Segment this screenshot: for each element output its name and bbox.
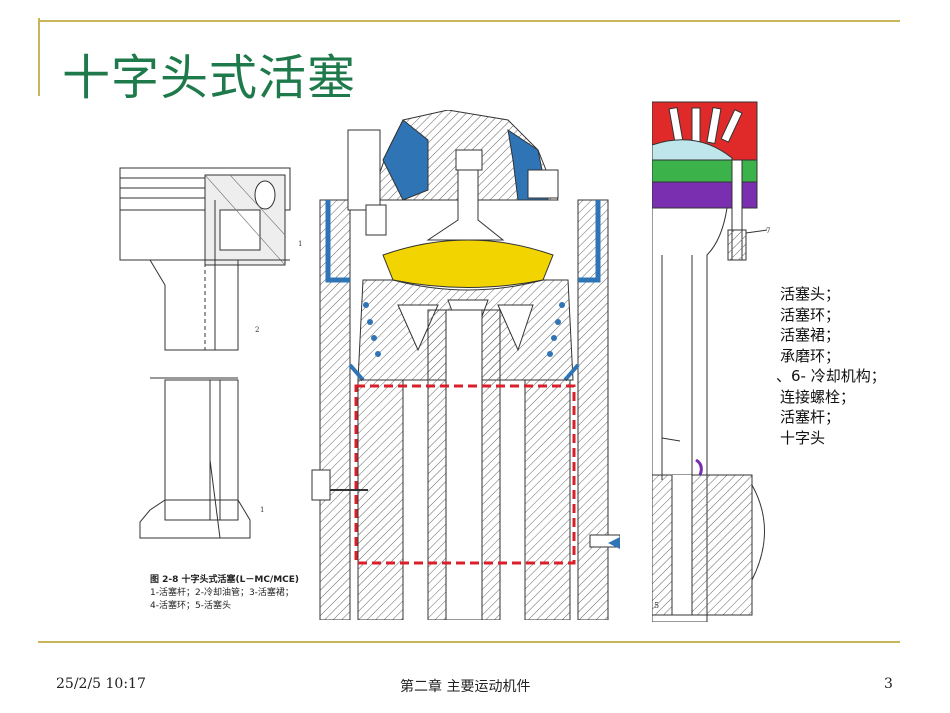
left-piston-drawing: 2 1 1 [110, 160, 315, 575]
legend-item: 活塞环； [780, 305, 841, 324]
caption-line: 4-活塞环；5-活塞头 [150, 601, 231, 611]
top-rule [38, 20, 900, 22]
right-piston-drawing: 7 5 [652, 100, 777, 622]
figure-caption: 图 2-8 十字头式活塞(L－MC/MCE) 1-活塞杆；2-冷却油管；3-活塞… [150, 574, 299, 613]
caption-line: 1-活塞杆；2-冷却油管；3-活塞裙； [150, 588, 294, 598]
svg-text:7: 7 [766, 227, 770, 235]
legend-item: 连接螺栓； [780, 387, 856, 406]
title-accent-bar [38, 18, 40, 96]
legend-item: 承磨环； [780, 346, 841, 365]
svg-text:2: 2 [255, 326, 259, 334]
caption-line: 图 2-8 十字头式活塞(L－MC/MCE) [150, 575, 300, 585]
legend-item: 活塞裙； [780, 326, 841, 344]
svg-text:5: 5 [654, 601, 659, 610]
legend-item: 活塞杆； [780, 408, 841, 426]
legend-item: 十字头 [780, 428, 826, 447]
component-legend: 活塞头； 活塞环； 活塞裙； 承磨环； 、6- 冷却机构； 连接螺栓； 活塞杆；… [776, 284, 886, 448]
page-title: 十字头式活塞 [62, 50, 357, 106]
footer-date: 25/2/5 10:17 [56, 676, 146, 692]
center-piston-cross-section [308, 110, 620, 620]
footer-rule [38, 641, 900, 643]
svg-text:1: 1 [298, 240, 302, 248]
legend-item: 、6- 冷却机构； [776, 367, 886, 385]
footer-chapter: 第二章 主要运动机件 [400, 679, 531, 695]
svg-text:1: 1 [260, 506, 264, 514]
page-number: 3 [884, 676, 893, 692]
legend-item: 活塞头； [780, 285, 841, 303]
